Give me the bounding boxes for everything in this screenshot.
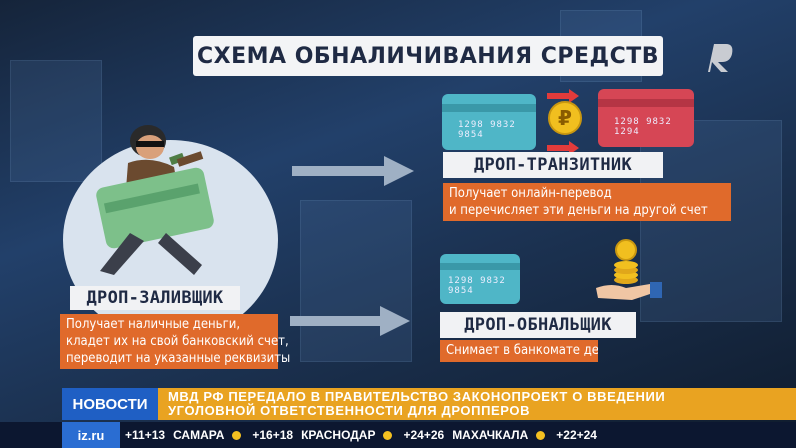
description-line: кладет их на свой банковский счет,: [66, 334, 289, 349]
ticker-temp: +24+26: [403, 428, 445, 442]
ticker-city: КРАСНОДАР: [301, 428, 376, 442]
sun-icon: [232, 430, 242, 440]
bank-card-teal: 1298 9832 9854: [440, 254, 520, 304]
criminal-illustration-icon: [96, 125, 214, 275]
ticker-city: САМАРА: [173, 428, 225, 442]
ticker-temp: +22+24: [556, 428, 597, 442]
drop-zalivshik-description: Получает наличные деньги, кладет их на с…: [60, 314, 291, 369]
arrow-right-icon: [290, 306, 410, 336]
weather-ticker: [0, 422, 796, 448]
news-headline: МВД РФ ПЕРЕДАЛО В ПРАВИТЕЛЬСТВО ЗАКОНОПР…: [158, 388, 796, 420]
scheme-title: СХЕМА ОБНАЛИЧИВАНИЯ СРЕДСТВ: [193, 36, 663, 76]
drop-obnalshik-description: Снимает в банкомате де: [440, 340, 598, 362]
news-headline-line: УГОЛОВНОЙ ОТВЕТСТВЕННОСТИ ДЛЯ ДРОППЕРОВ: [168, 403, 531, 418]
transfer-arrow-icon: [547, 141, 579, 155]
card-number: 1298 9832 1294: [614, 117, 672, 137]
background-block: [10, 60, 102, 182]
arrow-right-icon: [292, 156, 414, 186]
description-line: Получает наличные деньги,: [66, 317, 241, 332]
news-headline-line: МВД РФ ПЕРЕДАЛО В ПРАВИТЕЛЬСТВО ЗАКОНОПР…: [168, 389, 666, 404]
description-line: переводит на указанные реквизиты: [66, 351, 291, 366]
transfer-arrow-icon: [547, 89, 579, 103]
ticker-temp: +11+13: [125, 428, 166, 442]
drop-tranzitnik-description: Получает онлайн-перевод и перечисляет эт…: [443, 183, 731, 221]
ticker-city: МАХАЧКАЛА: [452, 428, 529, 442]
channel-logo-icon: [708, 44, 733, 72]
weather-ticker-items: +11+13 САМАРА +16+18 КРАСНОДАР +24+26 МА…: [125, 422, 597, 448]
description-line: Получает онлайн-перевод: [449, 186, 612, 201]
iz-logo: iz.ru: [62, 422, 120, 448]
bank-card-teal: 1298 9832 9854: [442, 94, 536, 150]
drop-zalivshik-label: ДРОП-ЗАЛИВЩИК: [70, 286, 240, 310]
drop-obnalshik-label: ДРОП-ОБНАЛЬЩИК: [440, 312, 636, 338]
sun-icon: [536, 430, 546, 440]
bank-card-red: 1298 9832 1294: [598, 89, 694, 147]
sun-icon: [383, 430, 393, 440]
background-block: [300, 200, 412, 362]
description-line: Снимает в банкомате де: [446, 343, 598, 358]
card-number: 1298 9832 9854: [448, 276, 506, 296]
card-number: 1298 9832 9854: [458, 120, 516, 140]
ticker-temp: +16+18: [252, 428, 294, 442]
drop-tranzitnik-label: ДРОП-ТРАНЗИТНИК: [443, 152, 663, 178]
description-line: и перечисляет эти деньги на другой счет: [449, 203, 708, 218]
news-section-label: НОВОСТИ: [62, 388, 158, 420]
hand-with-coins-icon: [596, 239, 662, 300]
ruble-coin-icon: ₽: [548, 101, 582, 135]
background-block: [640, 120, 782, 322]
